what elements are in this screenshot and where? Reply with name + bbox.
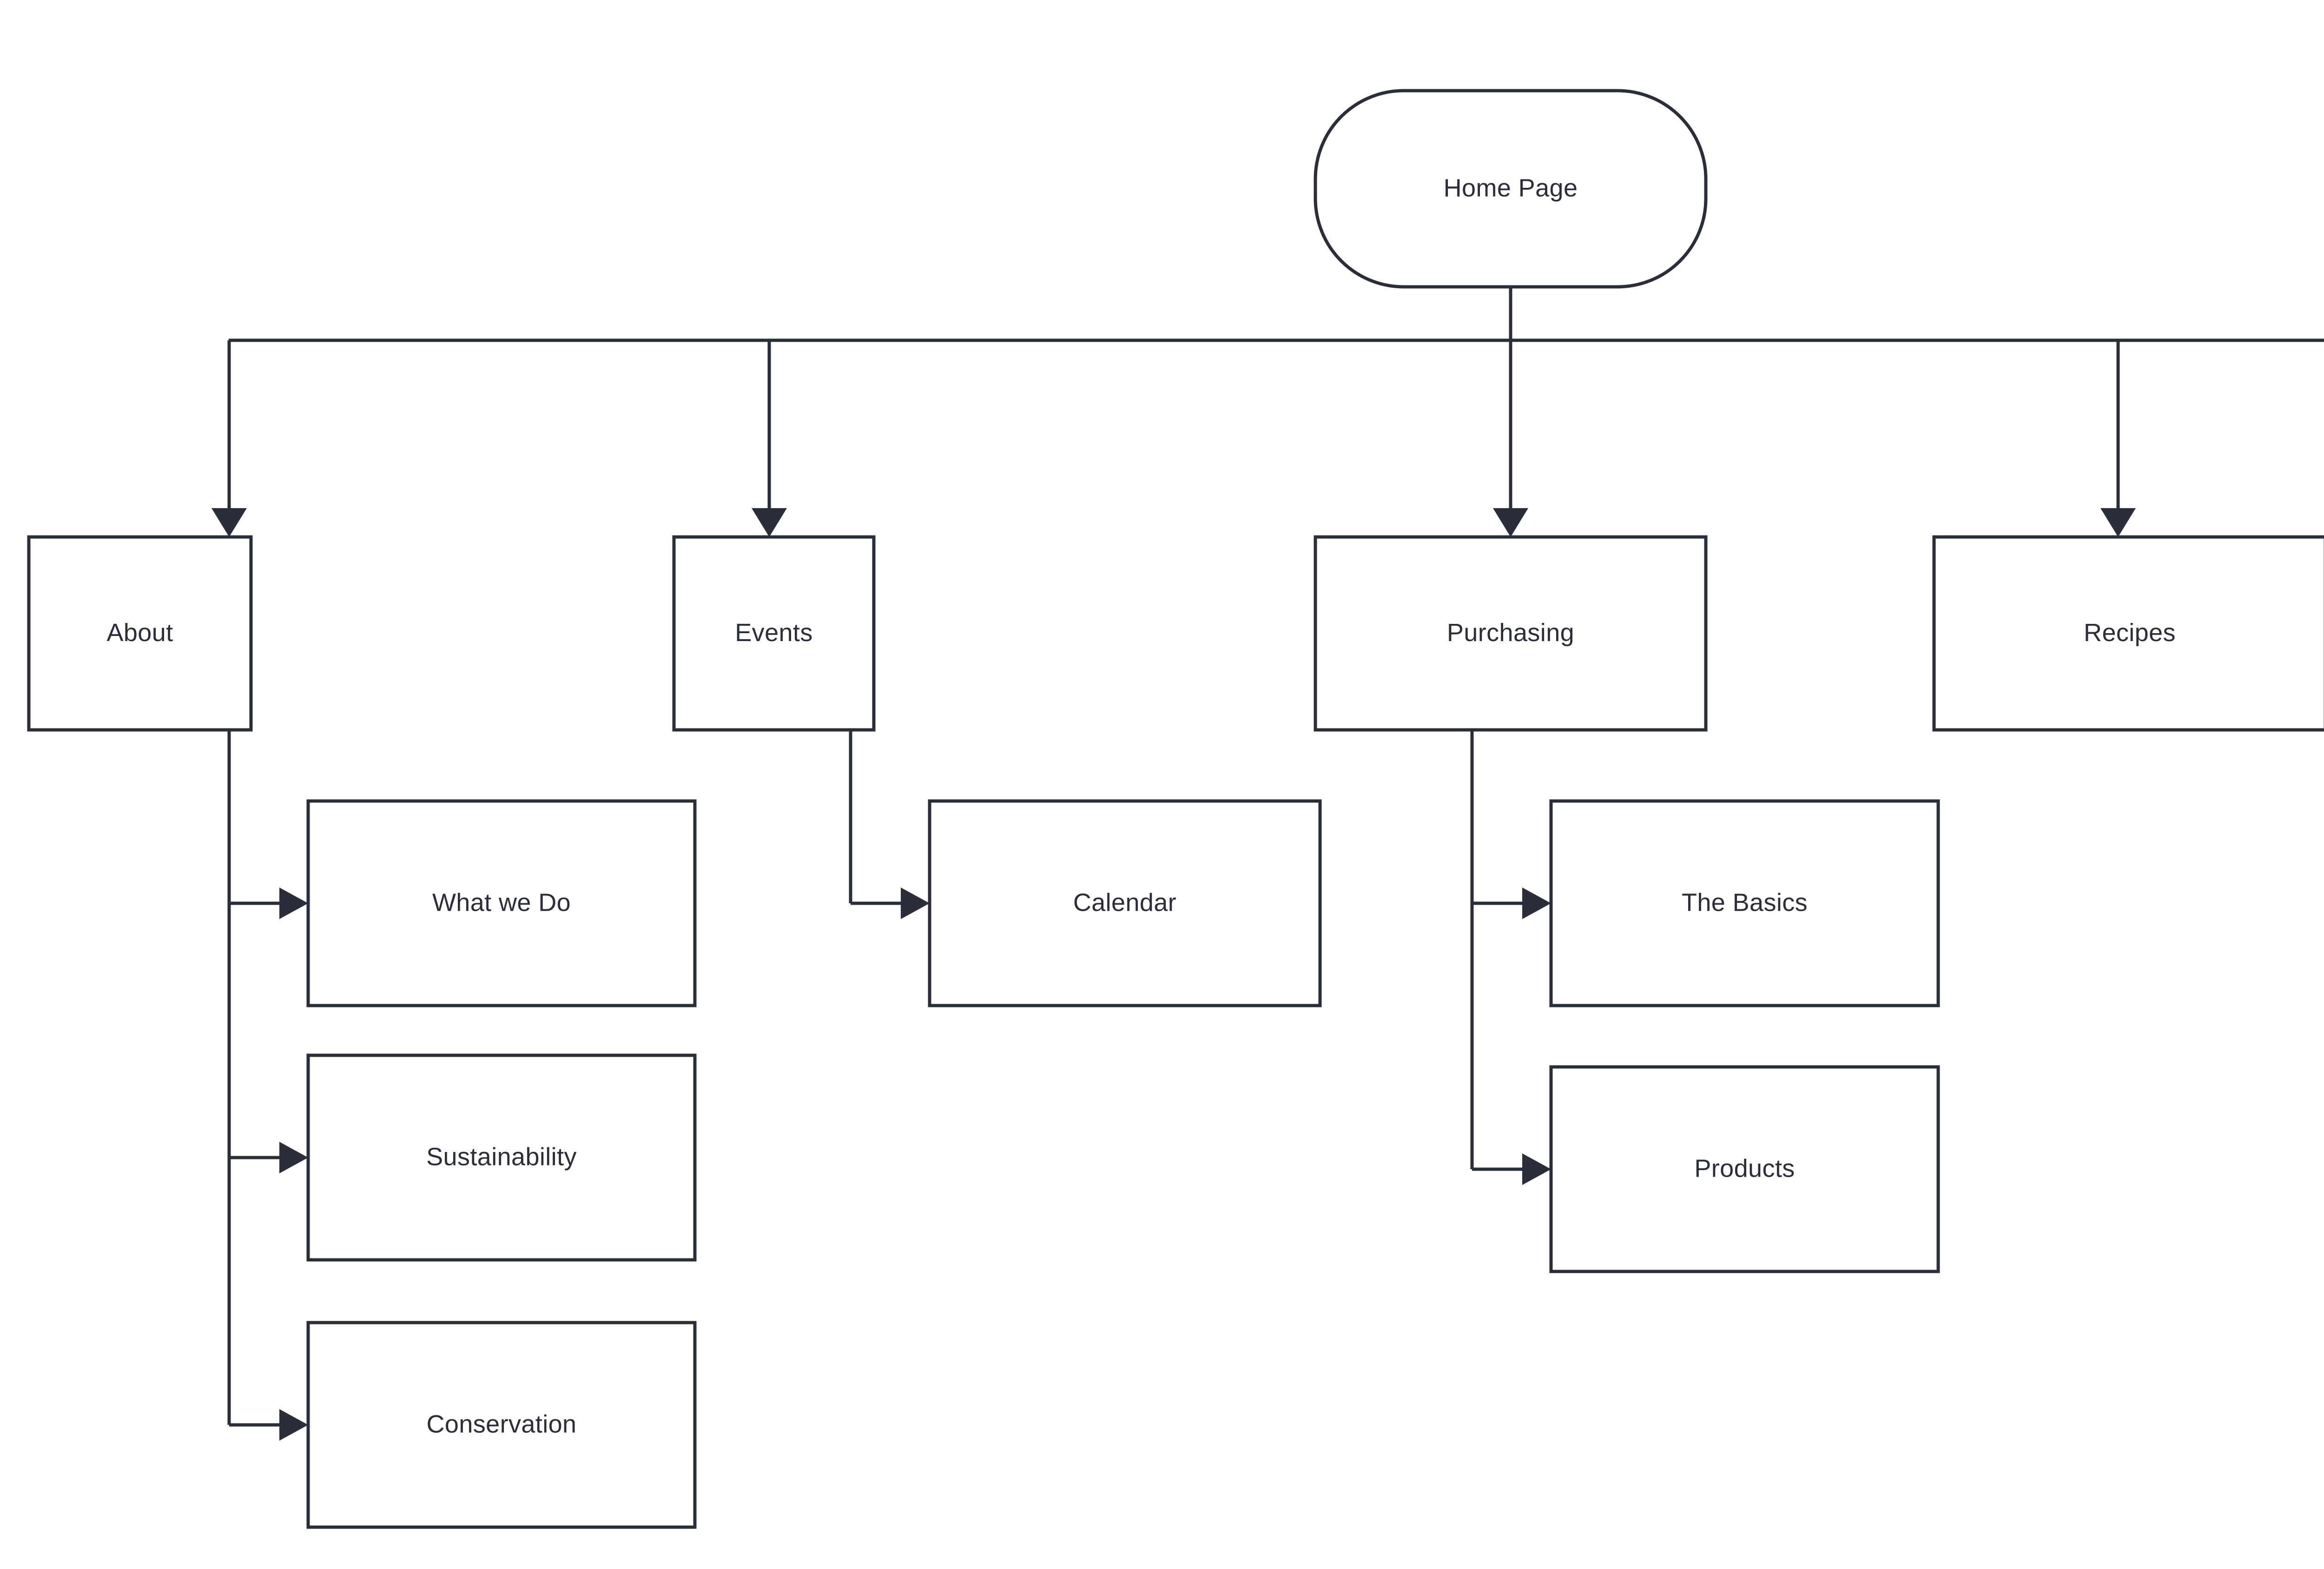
nodes-layer: Home PageAboutEventsPurchasingRecipesLif… xyxy=(27,89,2324,1529)
node-label-recipes: Recipes xyxy=(2084,619,2176,647)
node-what-we-do[interactable]: What we Do xyxy=(306,799,697,1007)
arrow-head-conservation xyxy=(279,1409,308,1441)
node-label-about: About xyxy=(106,619,173,647)
node-label-sustainability: Sustainability xyxy=(426,1143,577,1171)
arrow-head-calendar xyxy=(901,887,930,919)
node-shape-what-we-do[interactable] xyxy=(306,799,697,1007)
arrow-head-sustainability xyxy=(279,1142,308,1173)
node-shape-calendar[interactable] xyxy=(928,799,1322,1007)
node-conservation[interactable]: Conservation xyxy=(306,1321,697,1529)
node-label-the-basics: The Basics xyxy=(1682,888,1808,916)
node-shape-about[interactable] xyxy=(27,535,253,732)
node-shape-recipes[interactable] xyxy=(1932,535,2324,732)
node-events[interactable]: Events xyxy=(672,535,876,732)
arrow-head-the-basics xyxy=(1522,887,1551,919)
node-the-basics[interactable]: The Basics xyxy=(1549,799,1940,1007)
arrow-head-about xyxy=(211,508,247,537)
home-page-label: Home Page xyxy=(1444,174,1578,202)
node-shape-conservation[interactable] xyxy=(306,1321,697,1529)
node-shape-products[interactable] xyxy=(1549,1065,1940,1273)
node-label-conservation: Conservation xyxy=(427,1410,577,1438)
arrow-head-purchasing xyxy=(1493,508,1528,537)
node-label-what-we-do: What we Do xyxy=(432,888,571,916)
home-page-shape[interactable] xyxy=(1314,89,1708,289)
node-shape-events[interactable] xyxy=(672,535,876,732)
node-shape-sustainability[interactable] xyxy=(306,1053,697,1262)
node-calendar[interactable]: Calendar xyxy=(928,799,1322,1007)
node-home-page[interactable]: Home Page xyxy=(1314,89,1708,289)
node-label-products: Products xyxy=(1694,1154,1795,1182)
arrow-head-events xyxy=(752,508,787,537)
node-products[interactable]: Products xyxy=(1549,1065,1940,1273)
node-recipes[interactable]: Recipes xyxy=(1932,535,2324,732)
arrow-head-what-we-do xyxy=(279,887,308,919)
arrow-head-products xyxy=(1522,1153,1551,1185)
node-label-events: Events xyxy=(735,619,813,647)
node-sustainability[interactable]: Sustainability xyxy=(306,1053,697,1262)
node-about[interactable]: About xyxy=(27,535,253,732)
arrow-head-recipes xyxy=(2100,508,2136,537)
node-purchasing[interactable]: Purchasing xyxy=(1314,535,1708,732)
node-shape-the-basics[interactable] xyxy=(1549,799,1940,1007)
node-label-calendar: Calendar xyxy=(1073,888,1176,916)
node-label-purchasing: Purchasing xyxy=(1447,619,1574,647)
connectors-layer xyxy=(211,287,2324,1441)
node-shape-purchasing[interactable] xyxy=(1314,535,1708,732)
